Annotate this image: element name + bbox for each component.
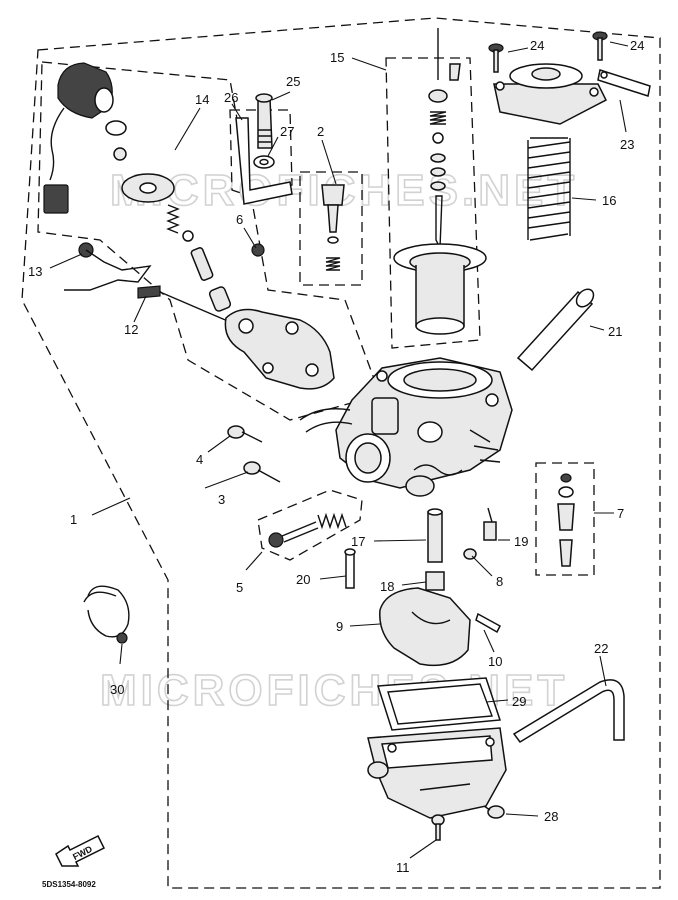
callout-18: 18 bbox=[380, 579, 394, 594]
callout-23: 23 bbox=[620, 137, 634, 152]
carburetor-body bbox=[299, 357, 513, 497]
callout-6: 6 bbox=[236, 212, 243, 227]
spring-part-16 bbox=[527, 137, 571, 241]
screw-part-4 bbox=[227, 425, 263, 443]
top-cover-part-23 bbox=[493, 63, 651, 125]
bracket-part-26 bbox=[235, 93, 293, 205]
callout-16: 16 bbox=[602, 193, 616, 208]
pin-part-20 bbox=[344, 548, 356, 589]
callout-20: 20 bbox=[296, 572, 310, 587]
callout-19: 19 bbox=[514, 534, 528, 549]
gasket-part-29 bbox=[376, 677, 502, 731]
callout-7: 7 bbox=[617, 506, 624, 521]
leader-lines bbox=[49, 41, 629, 859]
diagram-code: 5DS1354-8092 bbox=[42, 880, 96, 889]
callout-28: 28 bbox=[544, 809, 558, 824]
sensor-part-14 bbox=[43, 62, 175, 214]
callout-24-left: 24 bbox=[530, 38, 544, 53]
callout-labels: 1 2 3 4 5 6 7 8 9 10 11 12 13 14 15 16 1… bbox=[28, 38, 644, 875]
fwd-arrow-icon: FWD bbox=[55, 834, 106, 867]
throttle-plate bbox=[224, 308, 335, 390]
group-5-boundary bbox=[257, 489, 363, 561]
callout-25: 25 bbox=[286, 74, 300, 89]
group-7-boundary bbox=[535, 462, 595, 576]
callout-8: 8 bbox=[496, 574, 503, 589]
lever-part-13 bbox=[64, 242, 231, 323]
callout-5: 5 bbox=[236, 580, 243, 595]
callout-4: 4 bbox=[196, 452, 203, 467]
clamp-part-30 bbox=[83, 585, 130, 644]
pilot-screw-part-2 bbox=[321, 184, 345, 271]
screws-part-24 bbox=[488, 31, 608, 73]
group-15-boundary bbox=[385, 57, 481, 349]
screw-part-11 bbox=[431, 814, 445, 841]
callout-22: 22 bbox=[594, 641, 608, 656]
screw-part-28 bbox=[483, 805, 505, 819]
jet-set-part-7 bbox=[557, 473, 575, 567]
hose-part-22 bbox=[512, 679, 625, 743]
screw-part-3 bbox=[243, 461, 281, 483]
callout-30: 30 bbox=[110, 682, 124, 697]
callout-11: 11 bbox=[396, 860, 410, 875]
group-2-boundary bbox=[299, 171, 363, 286]
callout-15: 15 bbox=[330, 50, 344, 65]
jet-part-19 bbox=[483, 507, 497, 541]
assembly-boundary bbox=[21, 17, 661, 889]
spring-plunger-assembly bbox=[166, 204, 265, 312]
callout-9: 9 bbox=[336, 619, 343, 634]
main-jet-part-18 bbox=[425, 571, 445, 591]
float-bowl bbox=[367, 727, 507, 819]
tube-part-21 bbox=[516, 288, 595, 372]
needle-jet-part-17 bbox=[427, 508, 443, 563]
idle-screw-part-5 bbox=[268, 512, 347, 548]
callout-10: 10 bbox=[488, 654, 502, 669]
callout-24-right: 24 bbox=[630, 38, 644, 53]
float-pin-part-10 bbox=[475, 612, 501, 634]
callout-12: 12 bbox=[124, 322, 138, 337]
callout-13: 13 bbox=[28, 264, 42, 279]
callout-26: 26 bbox=[224, 90, 238, 105]
piston-diaphragm-part-15 bbox=[393, 28, 487, 335]
callout-1: 1 bbox=[70, 512, 77, 527]
watermark-bottom: MICROFICHES.NET bbox=[100, 666, 568, 715]
callout-27: 27 bbox=[280, 124, 294, 139]
callout-2: 2 bbox=[317, 124, 324, 139]
float-part-9 bbox=[379, 587, 471, 667]
callout-14: 14 bbox=[195, 92, 209, 107]
group-14-boundary bbox=[37, 61, 381, 421]
callout-3: 3 bbox=[218, 492, 225, 507]
callout-21: 21 bbox=[608, 324, 622, 339]
callout-17: 17 bbox=[351, 534, 365, 549]
callout-29: 29 bbox=[512, 694, 526, 709]
